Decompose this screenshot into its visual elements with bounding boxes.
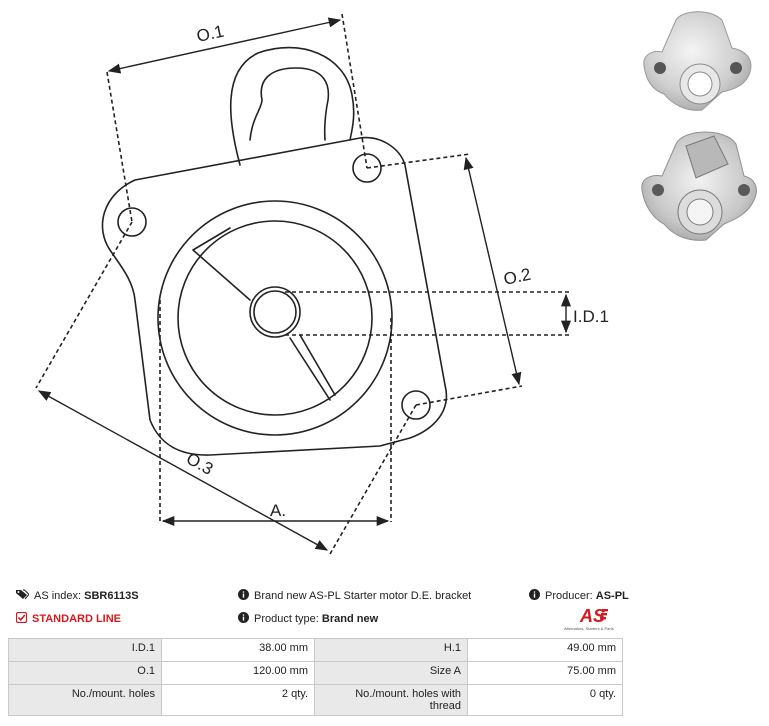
o1-ext-right xyxy=(341,13,368,169)
o2-ext-top xyxy=(366,153,471,169)
info-icon xyxy=(238,589,249,603)
bracket-photo-back xyxy=(641,131,757,241)
as-index-value: SBR6113S xyxy=(84,590,139,602)
check-square-icon xyxy=(15,611,28,626)
bracket-body-outline xyxy=(101,136,448,456)
label-id1: I.D.1 xyxy=(573,307,609,326)
label-a: A. xyxy=(270,501,286,520)
o1-ext-left xyxy=(106,71,133,223)
o2-dim-line xyxy=(463,156,522,386)
standard-line-label: STANDARD LINE xyxy=(32,613,122,625)
spec-key: Size A xyxy=(314,661,468,685)
spec-value: 75.00 mm xyxy=(467,661,623,685)
technical-drawing: O.1 O.2 O.3 A. I.D.1 xyxy=(35,13,609,555)
product-type-row: Product type: Brand new xyxy=(238,612,378,626)
spec-value: 49.00 mm xyxy=(467,638,623,662)
spec-value: 2 qty. xyxy=(161,684,315,716)
producer-row: Producer: AS-PL xyxy=(529,589,629,603)
spec-key: O.1 xyxy=(8,661,162,685)
info-icon xyxy=(238,612,249,626)
description-row: Brand new AS-PL Starter motor D.E. brack… xyxy=(238,589,471,603)
label-o2: O.2 xyxy=(502,265,533,289)
spec-value: 0 qty. xyxy=(467,684,623,716)
producer-value: AS-PL xyxy=(595,590,629,602)
svg-text:Alternators, Starters & Parts: Alternators, Starters & Parts xyxy=(564,626,614,631)
cutaway-wedge xyxy=(192,227,336,401)
o2-ext-bottom xyxy=(415,385,523,406)
bore-outer xyxy=(249,286,301,338)
o3-ext-left xyxy=(35,221,133,389)
as-pl-logo: AS Alternators, Starters & Parts xyxy=(564,606,614,631)
as-index-row: AS index: SBR6113S xyxy=(16,589,139,603)
top-ear-inner xyxy=(249,67,330,141)
spec-key: No./mount. holes xyxy=(8,684,162,716)
o3-ext-right xyxy=(329,404,417,555)
top-ear-outer xyxy=(229,46,355,166)
bore-inner xyxy=(253,290,297,334)
o1-dim-line xyxy=(107,17,342,74)
flange-outer-circle xyxy=(157,200,393,436)
table-row: I.D.1 38.00 mm H.1 49.00 mm xyxy=(8,638,623,662)
spec-key: I.D.1 xyxy=(8,638,162,662)
flange-inner-circle xyxy=(177,220,373,416)
bracket-photo-front xyxy=(643,11,752,111)
bottom-right-hole xyxy=(401,390,431,420)
svg-text:AS: AS xyxy=(579,606,605,626)
tags-icon xyxy=(16,589,30,603)
as-index-label: AS index: xyxy=(34,590,82,602)
spec-value: 38.00 mm xyxy=(161,638,315,662)
spec-key: No./mount. holes with thread xyxy=(314,684,468,716)
table-row: No./mount. holes 2 qty. No./mount. holes… xyxy=(8,684,623,716)
line-row: STANDARD LINE xyxy=(15,611,122,626)
spec-table: I.D.1 38.00 mm H.1 49.00 mm O.1 120.00 m… xyxy=(8,638,623,716)
top-right-hole xyxy=(352,153,382,183)
spec-value: 120.00 mm xyxy=(161,661,315,685)
info-icon xyxy=(529,589,540,603)
description-text: Brand new AS-PL Starter motor D.E. brack… xyxy=(254,590,472,602)
left-mount-hole xyxy=(117,207,147,237)
product-type-label: Product type: xyxy=(254,613,319,625)
label-o1: O.1 xyxy=(195,22,226,46)
product-type-value: Brand new xyxy=(321,613,379,625)
spec-key: H.1 xyxy=(314,638,468,662)
table-row: O.1 120.00 mm Size A 75.00 mm xyxy=(8,661,623,685)
producer-label: Producer: xyxy=(545,590,593,602)
